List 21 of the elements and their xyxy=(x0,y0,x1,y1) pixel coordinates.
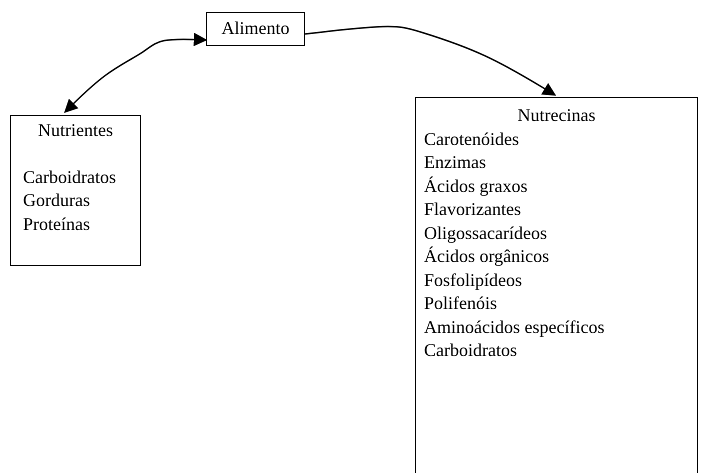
list-item: Oligossacarídeos xyxy=(424,222,548,245)
list-item: Flavorizantes xyxy=(424,198,522,221)
list-item: Fosfolipídeos xyxy=(424,268,524,292)
list-item: Polifenóis xyxy=(424,292,498,315)
text-box xyxy=(10,115,141,266)
arrow xyxy=(304,26,556,96)
list-item: Carboidratos xyxy=(23,166,117,188)
box-heading: Nutrecinas xyxy=(516,104,596,127)
list-item: Gorduras xyxy=(23,189,91,212)
text-box xyxy=(206,12,305,46)
list-item: Aminoácidos específicos xyxy=(424,316,606,339)
box-heading: Nutrientes xyxy=(37,119,114,142)
text-box xyxy=(415,97,698,473)
list-item: Carboidratos xyxy=(424,339,518,362)
list-item: Ácidos orgânicos xyxy=(424,245,550,268)
arrow xyxy=(64,32,208,113)
box-label: Alimento xyxy=(220,17,290,40)
list-item: Proteínas xyxy=(23,212,91,236)
list-item: Carotenóides xyxy=(424,128,520,150)
list-item: Ácidos graxos xyxy=(424,174,528,198)
list-item: Enzimas xyxy=(424,151,487,174)
